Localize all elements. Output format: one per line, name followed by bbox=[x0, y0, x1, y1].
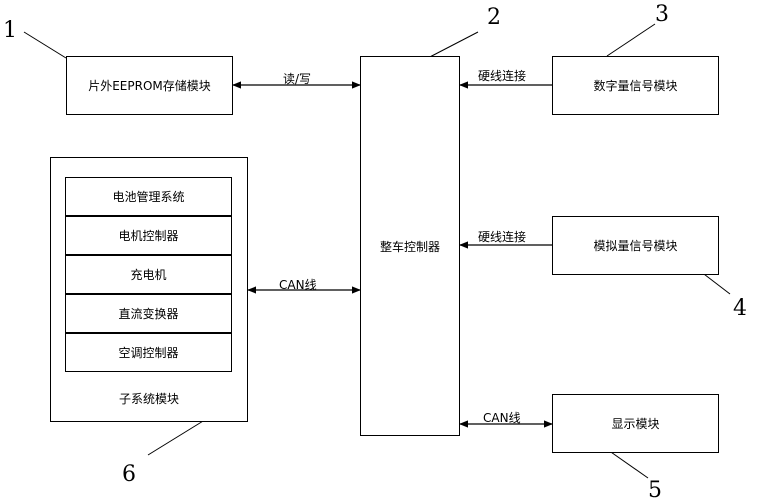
eeprom-module-box: 片外EEPROM存储模块 bbox=[66, 56, 233, 115]
can-right-edge-label: CAN线 bbox=[483, 411, 521, 425]
hard-wire-edge-label-1: 硬线连接 bbox=[478, 69, 527, 83]
callout-number: 6 bbox=[122, 462, 136, 487]
vehicle-controller-label: 整车控制器 bbox=[379, 239, 440, 254]
callout-2-leader bbox=[423, 31, 479, 61]
hard-wire-edge-label-2: 硬线连接 bbox=[478, 230, 527, 244]
subsystem-item: 直流变换器 bbox=[65, 294, 232, 333]
digital-signal-module-box: 数字量信号模块 bbox=[552, 56, 719, 115]
display-module-label: 显示模块 bbox=[611, 417, 660, 431]
subsystem-item: 电机控制器 bbox=[65, 216, 232, 255]
callout-number: 4 bbox=[733, 296, 747, 321]
callout-5-leader bbox=[607, 449, 649, 479]
subsystem-item: 空调控制器 bbox=[65, 333, 232, 372]
callout-number: 3 bbox=[655, 2, 669, 27]
eeprom-module-label: 片外EEPROM存储模块 bbox=[88, 79, 211, 93]
subsystem-item: 充电机 bbox=[65, 255, 232, 294]
display-module-box: 显示模块 bbox=[552, 394, 719, 453]
callout-number: 2 bbox=[487, 5, 501, 30]
callout-3-leader bbox=[606, 23, 656, 57]
subsystem-item: 电池管理系统 bbox=[65, 177, 232, 216]
rw-edge-label: 读/写 bbox=[283, 72, 312, 86]
subsystem-module-label: 子系统模块 bbox=[119, 392, 180, 406]
callout-1-leader bbox=[23, 31, 67, 59]
callout-number: 5 bbox=[648, 478, 662, 503]
analog-signal-module-box: 模拟量信号模块 bbox=[552, 216, 719, 275]
analog-signal-module-label: 模拟量信号模块 bbox=[593, 239, 678, 253]
can-left-edge-label: CAN线 bbox=[279, 278, 317, 292]
callout-6-leader bbox=[147, 417, 209, 456]
callout-number: 1 bbox=[3, 18, 17, 43]
subsystem-module-box bbox=[50, 157, 248, 422]
vehicle-controller-box: 整车控制器 bbox=[360, 56, 460, 436]
digital-signal-module-label: 数字量信号模块 bbox=[593, 79, 678, 93]
